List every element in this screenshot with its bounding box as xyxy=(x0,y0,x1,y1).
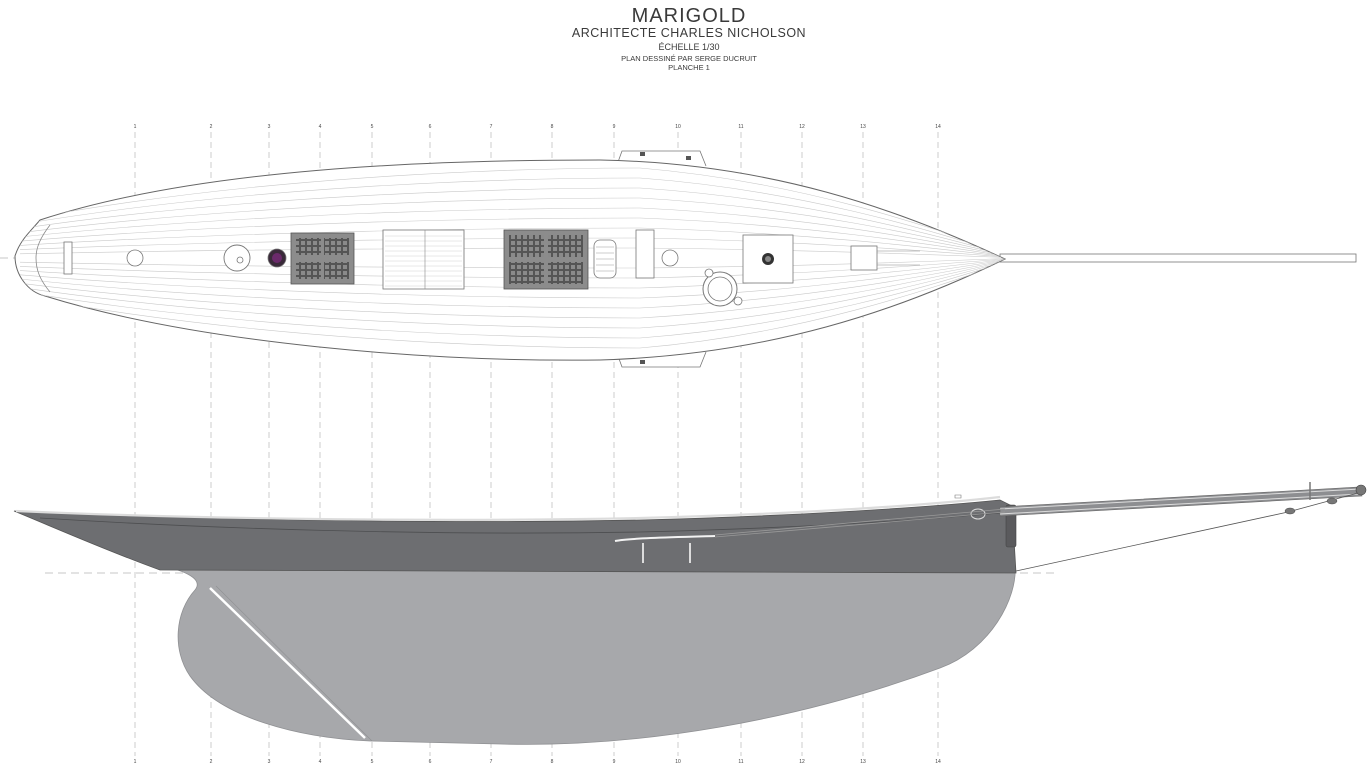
station-label-top-6: 6 xyxy=(429,124,432,130)
deck-planking xyxy=(19,167,1005,349)
station-label-bottom-3: 3 xyxy=(268,759,271,765)
tiller-fitting xyxy=(63,241,73,275)
station-label-bottom-12: 12 xyxy=(799,759,805,765)
station-label-bottom-9: 9 xyxy=(613,759,616,765)
station-label-bottom-13: 13 xyxy=(860,759,866,765)
hull-underwater xyxy=(151,564,1016,745)
bobstay xyxy=(1015,511,1289,572)
station-label-top-10: 10 xyxy=(675,124,681,130)
companion-hatch xyxy=(382,229,465,290)
sheet-label: PLANCHE 1 xyxy=(668,63,710,72)
station-label-top-14: 14 xyxy=(935,124,941,130)
station-label-top-11: 11 xyxy=(738,124,743,130)
station-label-top-7: 7 xyxy=(490,124,493,130)
station-label-bottom-7: 7 xyxy=(490,759,493,765)
station-label-bottom-6: 6 xyxy=(429,759,432,765)
bitts xyxy=(850,245,878,271)
station-label-top-13: 13 xyxy=(860,124,866,130)
drawing-title: MARIGOLD xyxy=(631,5,747,27)
station-label-bottom-5: 5 xyxy=(371,759,374,765)
station-label-bottom-8: 8 xyxy=(551,759,554,765)
mast-step xyxy=(661,249,679,267)
station-label-bottom-1: 1 xyxy=(134,759,137,765)
architect-label: ARCHITECTE CHARLES NICHOLSON xyxy=(571,26,807,40)
station-label-bottom-2: 2 xyxy=(210,759,213,765)
scale-label: ÉCHELLE 1/30 xyxy=(658,42,720,52)
station-label-top-1: 1 xyxy=(134,124,137,130)
station-label-top-9: 9 xyxy=(613,124,616,130)
helm-fitting xyxy=(126,249,144,267)
bowsprit-profile xyxy=(999,486,1363,517)
station-label-bottom-10: 10 xyxy=(675,759,681,765)
round-hatch xyxy=(223,244,251,272)
station-label-top-8: 8 xyxy=(551,124,554,130)
station-label-top-3: 3 xyxy=(268,124,271,130)
title-block: MARIGOLD ARCHITECTE CHARLES NICHOLSON ÉC… xyxy=(0,6,1370,72)
station-label-top-4: 4 xyxy=(319,124,322,130)
station-label-top-5: 5 xyxy=(371,124,374,130)
drawn-by-label: PLAN DESSINÉ PAR SERGE DUCRUIT xyxy=(621,54,757,63)
bowsprit xyxy=(999,253,1357,263)
station-label-top-2: 2 xyxy=(210,124,213,130)
deck-plan xyxy=(14,150,1357,368)
station-label-top-12: 12 xyxy=(799,124,805,130)
hull-topside xyxy=(13,499,1017,574)
station-label-bottom-11: 11 xyxy=(738,759,743,765)
station-label-bottom-14: 14 xyxy=(935,759,941,765)
profile-view xyxy=(13,482,1367,745)
station-label-bottom-4: 4 xyxy=(319,759,322,765)
